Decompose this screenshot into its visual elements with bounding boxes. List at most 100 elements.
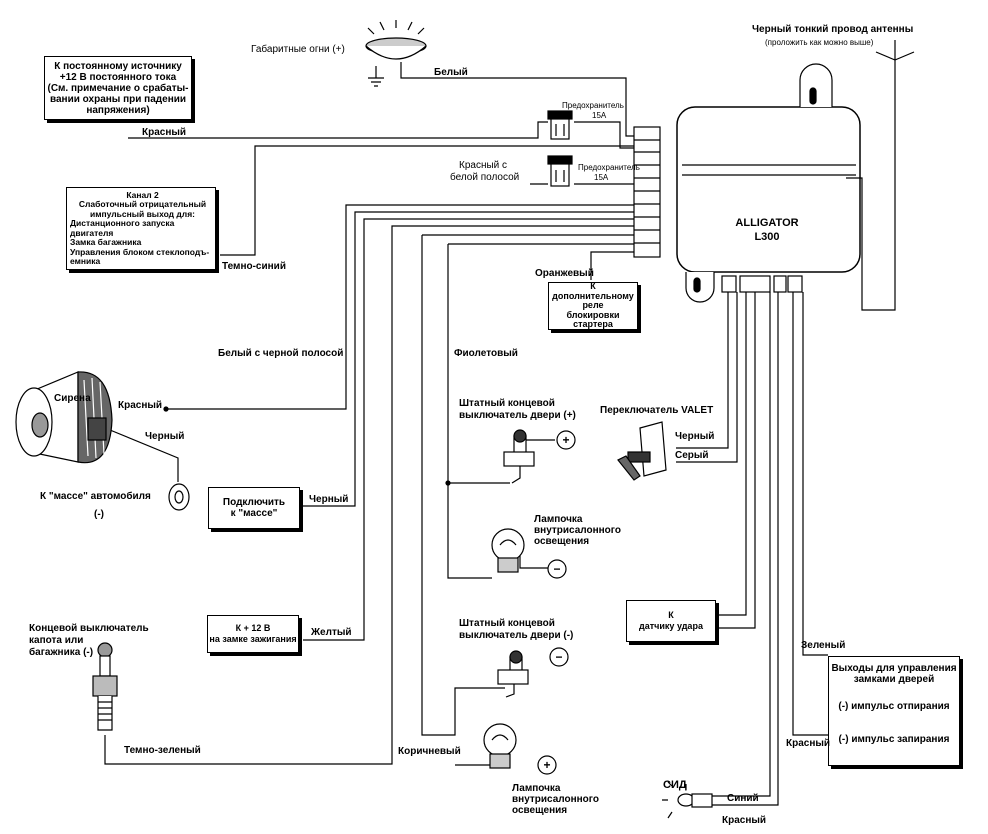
dark-blue-wire [220, 145, 636, 256]
green-wire [802, 292, 828, 656]
shock-line: К [668, 610, 674, 620]
starter-relay-box: К дополнительному реле блокировки старте… [548, 282, 638, 330]
siren-icon [15, 371, 113, 464]
fuse2-rating: 15А [594, 173, 609, 182]
door-locks-box: Выходы для управления замками дверей (-)… [828, 656, 960, 766]
lamp1-label: внутрисалонного [534, 525, 621, 536]
red-white-label: белой полосой [450, 172, 520, 183]
violet-wire [447, 244, 492, 579]
locks-title: замками дверей [853, 674, 935, 685]
valet-black-label: Черный [675, 431, 715, 442]
white-black-label: Белый с черной полосой [218, 348, 344, 359]
ignition-line: на замке зажигания [209, 634, 297, 644]
unlock-label: (-) импульс отпирания [838, 701, 950, 712]
hood-switch-label: багажника (-) [29, 647, 94, 658]
lamp2-label: освещения [512, 805, 568, 816]
valet-gray-wire [676, 292, 738, 463]
door-minus-label: выключатель двери (-) [459, 630, 574, 641]
orange-label: Оранжевый [535, 268, 594, 279]
red-lock-label: Красный [786, 738, 831, 749]
valet-gray-label: Серый [675, 450, 709, 461]
lamp2-label: Лампочка [512, 783, 561, 794]
brown-label: Коричневый [398, 746, 461, 757]
power-line: вании охраны при падении [49, 93, 187, 105]
led-red-label: Красный [722, 815, 767, 826]
shock-line: датчику удара [639, 621, 703, 631]
white-wire [400, 62, 636, 137]
red-white-label: Красный с [459, 160, 508, 171]
unit-model: L300 [754, 231, 780, 243]
hood-switch-label: капота или [29, 635, 84, 646]
starter-line: К [590, 281, 596, 292]
starter-line: стартера [573, 319, 613, 330]
lamp2-label: внутрисалонного [512, 794, 599, 805]
power-source-box: К постоянному источнику +12 В постоянног… [44, 56, 192, 120]
red-power-wire [128, 121, 548, 139]
green-label: Зеленый [801, 640, 846, 651]
blue-label: Синий [727, 793, 759, 804]
minus-icon: − [555, 650, 562, 664]
plus-icon: + [543, 758, 550, 772]
ground-line: к "массе" [230, 508, 278, 519]
door-plus-label: Штатный концевой [459, 398, 555, 409]
fuse1-rating: 15А [592, 111, 607, 120]
channel2-subtitle: импульсный выход для: [89, 208, 196, 219]
shock-sensor-box: К датчику удара [626, 600, 716, 642]
unit-name: ALLIGATOR [735, 217, 799, 229]
valet-label: Переключатель VALET [600, 405, 714, 416]
chassis-ground-label: К "массе" автомобиля [40, 491, 151, 502]
power-line: +12 В постоянного тока [59, 71, 177, 83]
dark-green-wire [104, 225, 636, 765]
red-power-label: Красный [142, 127, 187, 138]
starter-line: блокировки [566, 309, 620, 320]
door-minus-label: Штатный концевой [459, 618, 555, 629]
siren-black-label: Черный [145, 431, 185, 442]
brown-wire [421, 235, 505, 736]
channel2-item: двигателя [70, 227, 114, 238]
starter-line: реле [582, 300, 604, 311]
led-red-wire [712, 292, 779, 806]
red-lock-wire [792, 292, 828, 736]
lamp1-label: Лампочка [534, 514, 583, 525]
ground-box: Подключить к "массе" [208, 487, 300, 529]
dark-green-label: Темно-зеленый [124, 745, 201, 756]
led-icon [662, 781, 713, 819]
power-line: К постоянному источнику [54, 60, 182, 72]
yellow-wire [303, 218, 636, 641]
orange-wire [590, 251, 636, 280]
led-label: СИД [663, 779, 687, 791]
parking-lights-label: Габаритные огни (+) [251, 44, 345, 55]
plus-icon: + [562, 433, 569, 447]
fuse1-label: Предохранитель [562, 101, 624, 110]
power-line: (См. примечание о срабаты- [47, 82, 189, 94]
siren-label: Сирена [54, 393, 91, 404]
antenna-note: (проложить как можно выше) [765, 38, 874, 47]
chassis-minus-label: (-) [94, 509, 104, 520]
locks-title: Выходы для управления [831, 663, 957, 674]
ground-line: Подключить [222, 497, 286, 508]
alarm-unit [676, 106, 861, 273]
channel2-box: Канал 2 Слаботочный отрицательный импуль… [66, 187, 216, 270]
valet-switch-icon [617, 421, 667, 481]
lamp1-label: освещения [534, 536, 590, 547]
black-wire [303, 211, 636, 507]
minus-icon: − [553, 562, 560, 576]
fuse1-out-wire [574, 121, 636, 149]
channel2-item: Замка багажника [70, 237, 142, 247]
yellow-label: Желтый [311, 627, 352, 638]
power-line: напряжения) [86, 104, 150, 116]
hood-switch-label: Концевой выключатель [29, 623, 149, 634]
led-blue-wire [712, 292, 771, 797]
antenna-wire [846, 60, 896, 311]
valet-black-wire [676, 292, 729, 449]
fuse2-label: Предохранитель [578, 163, 640, 172]
white-black-wire [165, 204, 636, 410]
lock-label: (-) импульс запирания [838, 734, 950, 745]
white-label: Белый [434, 67, 468, 78]
starter-line: дополнительному [552, 290, 634, 301]
channel2-item: емника [70, 256, 101, 266]
violet-label: Фиолетовый [454, 348, 518, 359]
dark-blue-label: Темно-синий [222, 261, 286, 272]
channel2-item: Управления блоком стеклоподъ- [70, 246, 210, 257]
